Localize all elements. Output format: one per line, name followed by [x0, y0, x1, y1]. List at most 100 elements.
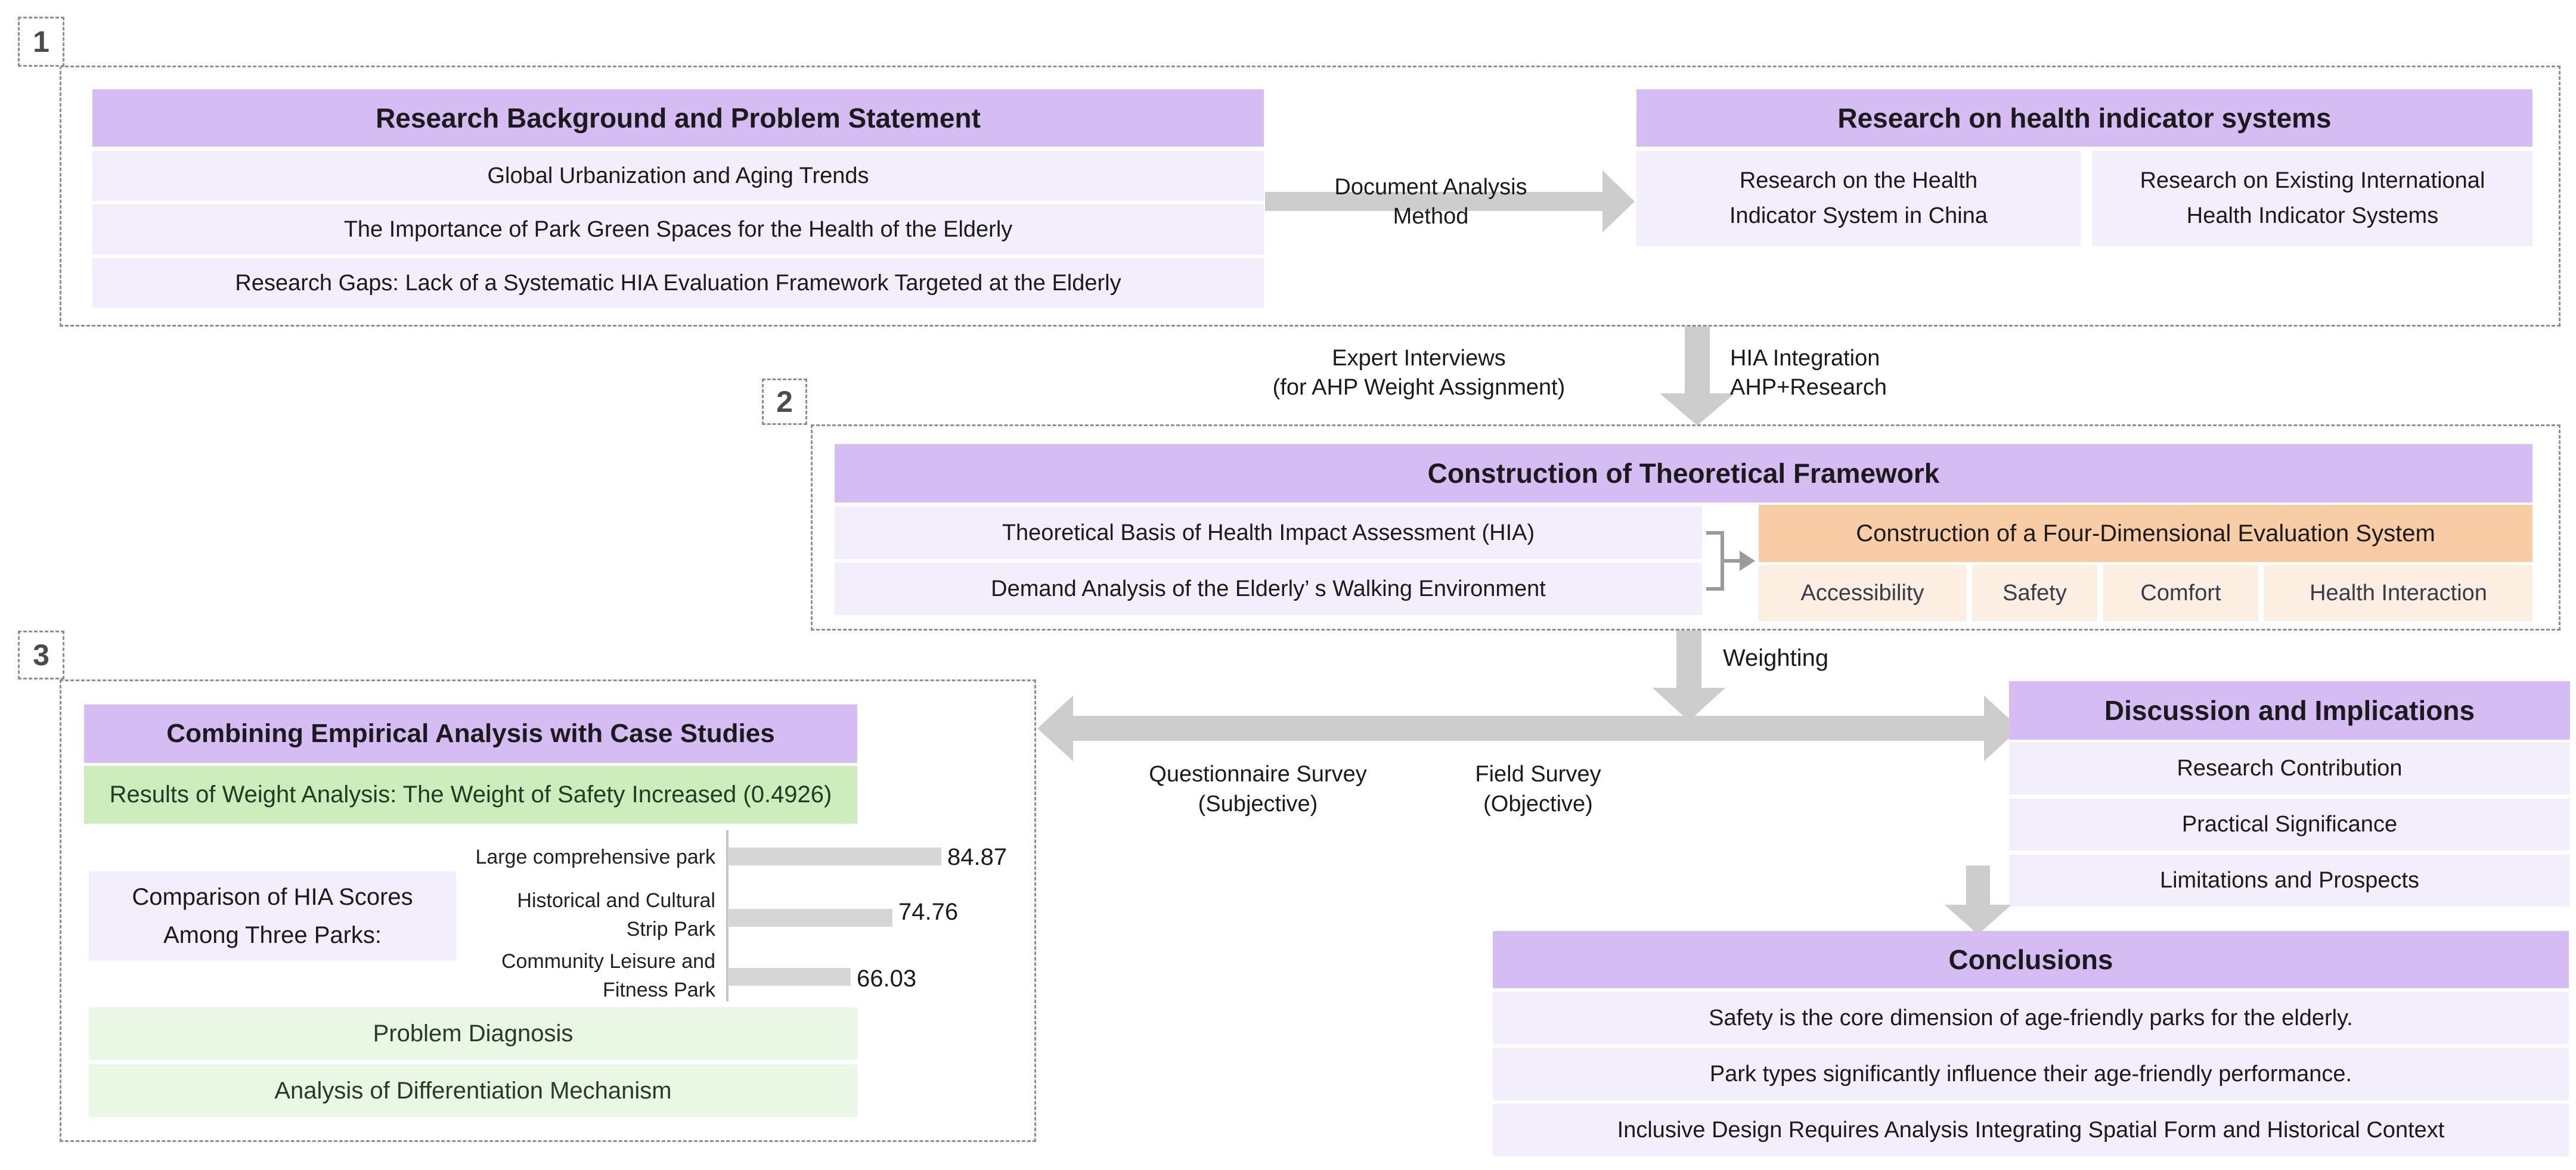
discussion-row-1-text: Research Contribution: [2177, 756, 2403, 781]
chart-value-3-text: 66.03: [857, 966, 917, 992]
questionnaire-survey-label: Questionnaire Survey (Subjective): [1097, 752, 1419, 827]
dimension-accessibility-text: Accessibility: [1800, 580, 1924, 606]
weighting-label-text: Weighting: [1723, 645, 1829, 671]
conclusions-arrow-shaft: [1966, 865, 1990, 905]
hia-integration-arrow-shaft: [1685, 327, 1710, 395]
conclusions-row-3: Inclusive Design Requires Analysis Integ…: [1493, 1104, 2569, 1156]
expert-interviews-label-text: Expert Interviews (for AHP Weight Assign…: [1272, 345, 1566, 400]
discussion-row-2: Practical Significance: [2009, 799, 2570, 851]
discussion-title: Discussion and Implications: [2009, 681, 2570, 740]
chart-bar-3: [728, 968, 851, 986]
section2-cell-demand-analysis: Demand Analysis of the Elderly’ s Walkin…: [835, 563, 1702, 615]
dimension-comfort-text: Comfort: [2140, 580, 2221, 606]
chart-category-label-3: Community Leisure and Fitness Park: [417, 948, 715, 1004]
conclusions-row-3-text: Inclusive Design Requires Analysis Integ…: [1617, 1117, 2445, 1143]
conclusions-arrow-head: [1945, 905, 2011, 935]
discussion-row-1: Research Contribution: [2009, 743, 2570, 795]
hia-integration-arrow-head: [1660, 393, 1735, 426]
section3-number: 3: [33, 638, 49, 672]
survey-double-arrow-shaft: [1072, 716, 1984, 741]
section1-number: 1: [33, 25, 49, 58]
problem-diagnosis-row: Problem Diagnosis: [89, 1007, 857, 1060]
section1-right-cell-international-text: Research on Existing International Healt…: [2140, 168, 2485, 228]
dimension-health-interaction: Health Interaction: [2264, 565, 2532, 621]
weighting-label: Weighting: [1723, 643, 1961, 674]
section1-right-cell-china: Research on the Health Indicator System …: [1636, 151, 2081, 246]
discussion-row-3-text: Limitations and Prospects: [2159, 868, 2420, 893]
hia-integration-label-text: HIA Integration AHP+Research: [1730, 345, 1887, 400]
bracket-arrow-head: [1740, 551, 1755, 571]
section1-right-cell-china-text: Research on the Health Indicator System …: [1729, 168, 1988, 228]
section2-dashed-frame: [811, 424, 2560, 631]
expert-interviews-label: Expert Interviews (for AHP Weight Assign…: [1168, 337, 1669, 409]
dimension-comfort: Comfort: [2103, 565, 2258, 621]
field-survey-label: Field Survey (Objective): [1431, 752, 1645, 827]
chart-bar-2: [728, 909, 892, 927]
conclusions-row-1: Safety is the core dimension of age-frie…: [1493, 992, 2569, 1044]
section2-title-text: Construction of Theoretical Framework: [1427, 458, 1940, 489]
questionnaire-survey-label-text: Questionnaire Survey (Subjective): [1149, 762, 1367, 817]
section1-left-box-title-text: Research Background and Problem Statemen…: [376, 103, 981, 134]
conclusions-title: Conclusions: [1493, 931, 2569, 988]
section3-title: Combining Empirical Analysis with Case S…: [84, 705, 857, 763]
chart-value-3: 66.03: [857, 966, 916, 992]
weighting-arrow-shaft: [1676, 631, 1701, 688]
discussion-row-3: Limitations and Prospects: [2009, 855, 2570, 907]
bracket-vertical: [1721, 531, 1724, 591]
conclusions-row-2: Park types significantly influence their…: [1493, 1048, 2569, 1100]
section3-dashed-frame: [60, 679, 1036, 1142]
chart-category-label-1: Large comprehensive park: [417, 843, 715, 872]
conclusions-row-1-text: Safety is the core dimension of age-frie…: [1709, 1005, 2353, 1031]
section1-left-row-3-text: Research Gaps: Lack of a Systematic HIA …: [235, 270, 1121, 296]
differentiation-mechanism-row: Analysis of Differentiation Mechanism: [89, 1065, 857, 1117]
differentiation-mechanism-text: Analysis of Differentiation Mechanism: [274, 1077, 672, 1104]
chart-value-1: 84.87: [947, 844, 1007, 871]
dimension-health-interaction-text: Health Interaction: [2310, 580, 2487, 606]
section1-right-box-title-text: Research on health indicator systems: [1837, 103, 2332, 134]
section1-left-row-2-text: The Importance of Park Green Spaces for …: [343, 216, 1013, 242]
section2-number: 2: [776, 385, 793, 418]
four-dimensional-system-title: Construction of a Four-Dimensional Evalu…: [1759, 505, 2532, 562]
bracket-arrow-shaft: [1724, 559, 1741, 563]
section1-left-row-1-text: Global Urbanization and Aging Trends: [487, 163, 869, 188]
weighting-arrow-head: [1653, 688, 1725, 721]
section1-right-cell-international: Research on Existing International Healt…: [2093, 151, 2532, 246]
section1-number-badge: 1: [18, 17, 64, 67]
weight-analysis-result-row: Results of Weight Analysis: The Weight o…: [84, 766, 857, 824]
conclusions-title-text: Conclusions: [1948, 944, 2113, 975]
chart-value-2-text: 74.76: [898, 899, 959, 925]
section1-left-box-title: Research Background and Problem Statemen…: [92, 89, 1264, 147]
chart-category-label-2: Historical and Cultural Strip Park: [417, 887, 715, 944]
hia-score-comparison-label: Comparison of HIA Scores Among Three Par…: [89, 871, 456, 961]
chart-axis-line: [726, 830, 729, 1001]
section1-dashed-frame: [60, 66, 2560, 327]
document-analysis-arrow-head: [1602, 170, 1635, 232]
section1-left-row-1: Global Urbanization and Aging Trends: [92, 151, 1264, 201]
chart-category-label-1-text: Large comprehensive park: [475, 846, 715, 868]
section1-right-box-title: Research on health indicator systems: [1636, 89, 2532, 147]
section3-number-badge: 3: [18, 631, 64, 679]
dimension-safety: Safety: [1972, 565, 2097, 621]
bracket-stub-bottom: [1706, 587, 1724, 591]
discussion-title-text: Discussion and Implications: [2104, 695, 2475, 726]
section2-cell-hia-basis-text: Theoretical Basis of Health Impact Asses…: [1002, 520, 1535, 545]
four-dimensional-system-title-text: Construction of a Four-Dimensional Evalu…: [1856, 520, 2435, 547]
field-survey-label-text: Field Survey (Objective): [1475, 762, 1601, 817]
bracket-stub-top: [1706, 531, 1724, 535]
dimension-accessibility: Accessibility: [1759, 565, 1966, 621]
discussion-row-2-text: Practical Significance: [2181, 812, 2398, 837]
dimension-safety-text: Safety: [2002, 580, 2067, 606]
chart-value-1-text: 84.87: [947, 844, 1008, 870]
chart-category-label-2-text: Historical and Cultural Strip Park: [517, 889, 715, 941]
section2-cell-hia-basis: Theoretical Basis of Health Impact Asses…: [835, 507, 1702, 559]
weight-analysis-result-text: Results of Weight Analysis: The Weight o…: [109, 781, 832, 808]
section2-number-badge: 2: [762, 378, 807, 425]
chart-value-2: 74.76: [898, 899, 958, 926]
hia-integration-label: HIA Integration AHP+Research: [1730, 337, 2112, 409]
document-analysis-arrow-shaft: [1265, 192, 1602, 211]
section1-left-row-3: Research Gaps: Lack of a Systematic HIA …: [92, 258, 1264, 308]
survey-double-arrow-left-head: [1037, 696, 1073, 761]
hia-score-comparison-label-text: Comparison of HIA Scores Among Three Par…: [132, 884, 413, 948]
section1-left-row-2: The Importance of Park Green Spaces for …: [92, 204, 1264, 255]
